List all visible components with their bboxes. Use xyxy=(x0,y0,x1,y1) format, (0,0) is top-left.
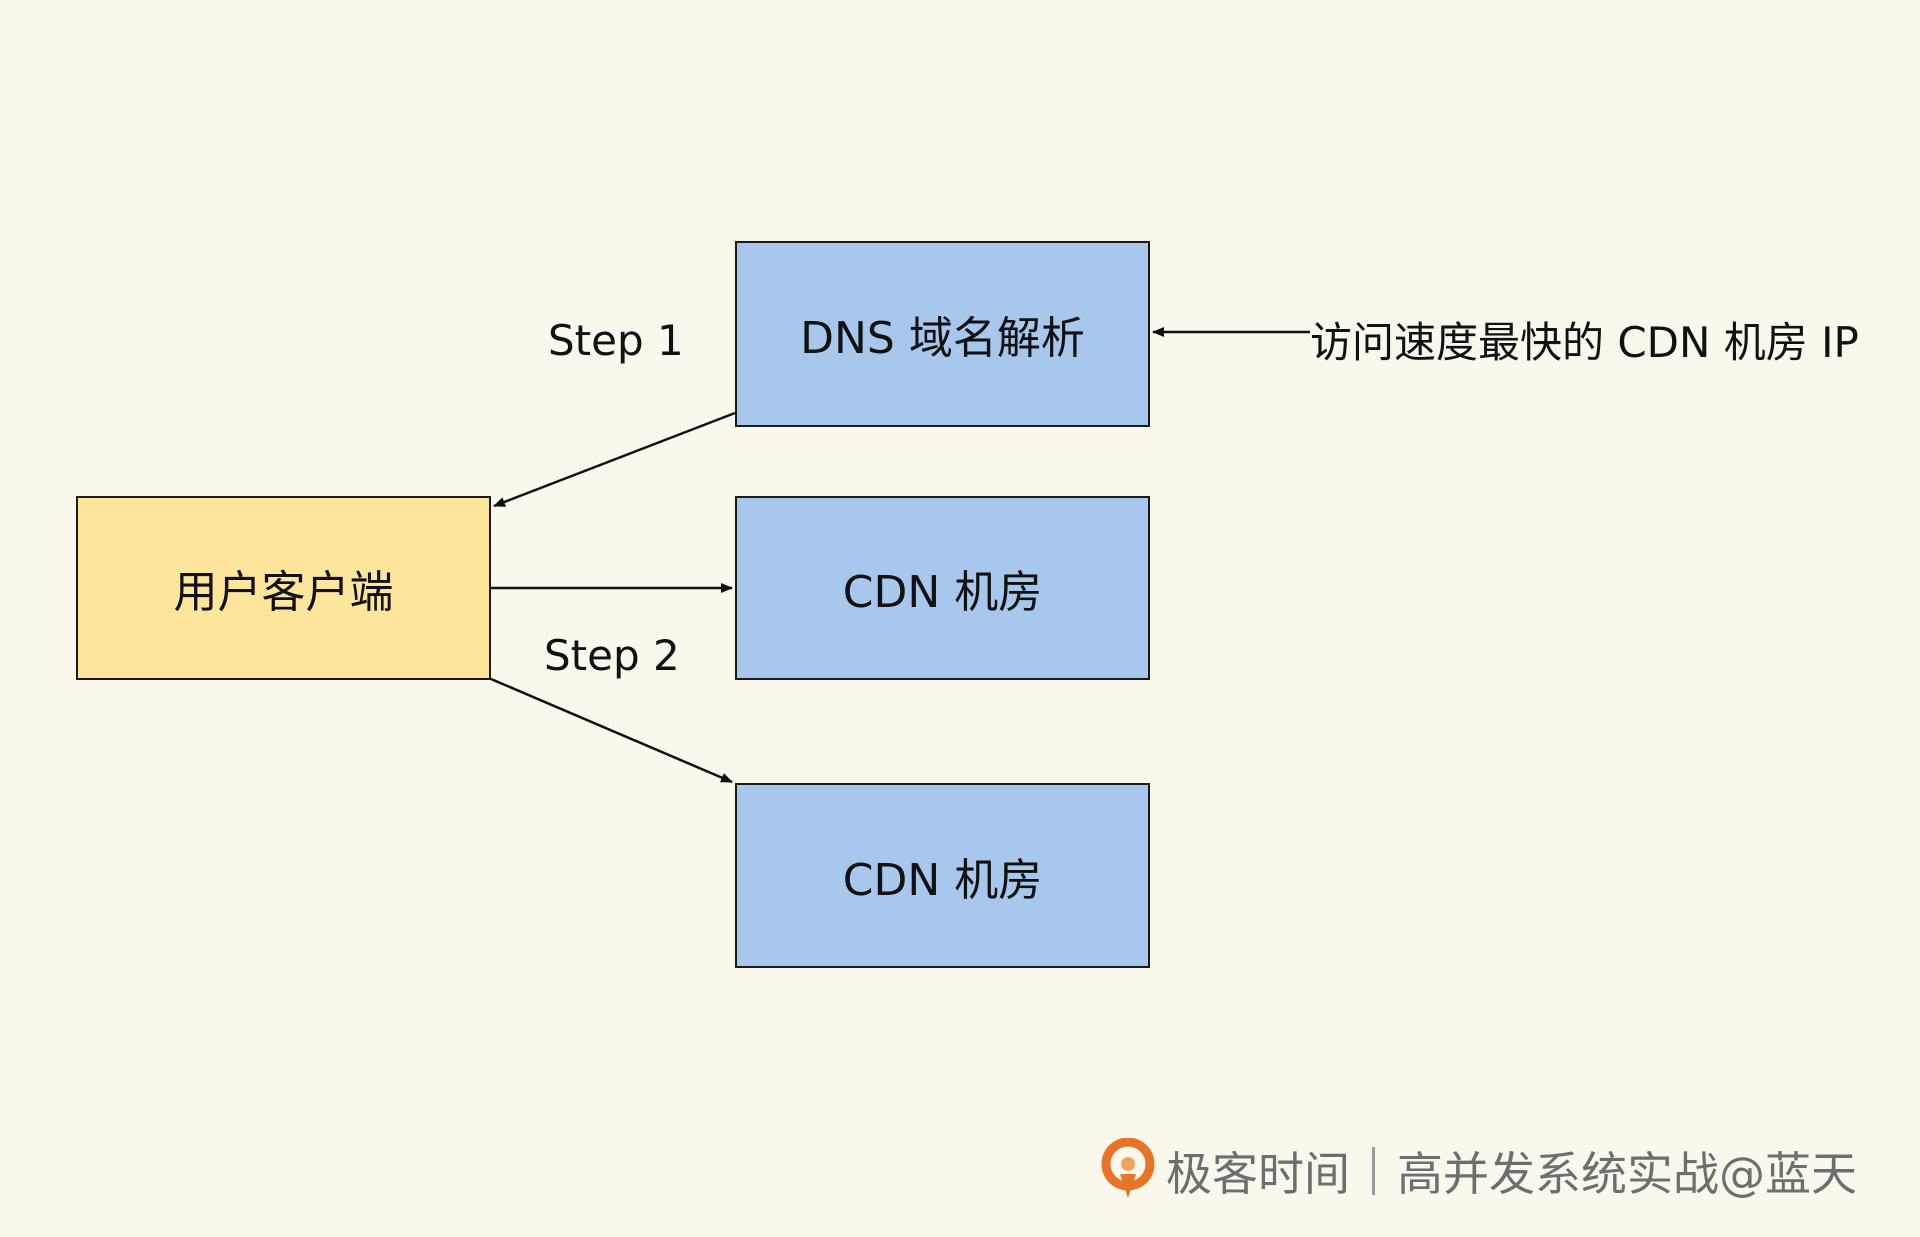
step-2-label: Step 2 xyxy=(544,631,680,680)
user-client-box: 用户客户端 xyxy=(76,496,491,680)
footer-course: 高并发系统实战@蓝天 xyxy=(1397,1147,1857,1201)
step-1-label: Step 1 xyxy=(548,316,684,365)
user-client-label: 用户客户端 xyxy=(173,567,394,618)
arrow-client-to-cdn2 xyxy=(490,677,733,784)
fastest-cdn-ip-label: 访问速度最快的 CDN 机房 IP xyxy=(1310,318,1859,367)
cdn-room-label-2: CDN 机房 xyxy=(842,854,1043,906)
cdn-room-box-1: CDN 机房 xyxy=(735,496,1150,680)
cdn-room-label-1: CDN 机房 xyxy=(842,567,1043,618)
geektime-logo-icon xyxy=(1101,1138,1155,1198)
footer-brand: 极客时间 xyxy=(1166,1147,1350,1201)
dns-resolution-box: DNS 域名解析 xyxy=(735,241,1150,427)
cdn-room-box-2: CDN 机房 xyxy=(735,783,1150,968)
arrow-dns-to-client xyxy=(493,411,736,508)
footer-watermark: 极客时间 高并发系统实战@蓝天 xyxy=(1100,1136,1857,1206)
footer-separator xyxy=(1372,1147,1375,1195)
dns-resolution-label: DNS 域名解析 xyxy=(800,313,1085,364)
